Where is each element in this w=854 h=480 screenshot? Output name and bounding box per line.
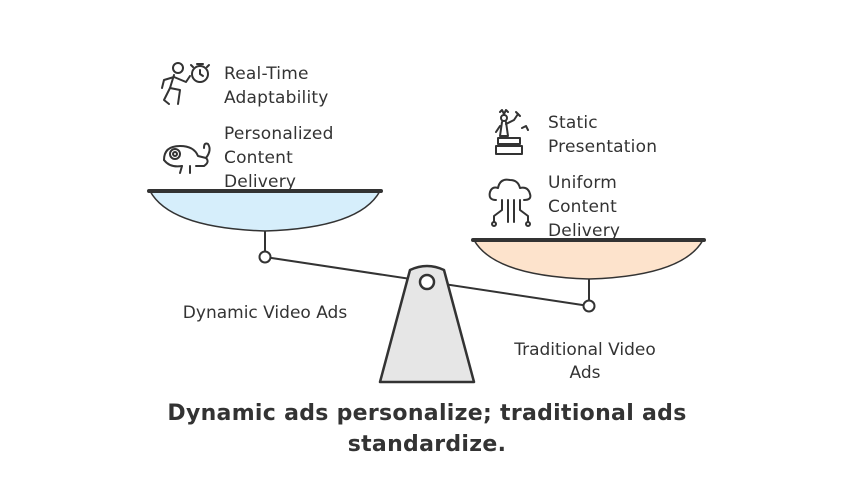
feature-uniform-content-delivery: Uniform Content Delivery xyxy=(548,171,620,243)
cloud-network-icon xyxy=(486,176,536,228)
diagram-caption: Dynamic ads personalize; traditional ads… xyxy=(0,398,854,460)
right-side-label-line: Traditional Video xyxy=(514,340,656,360)
feature-line: Uniform xyxy=(548,173,617,193)
left-side-label: Dynamic Video Ads xyxy=(182,303,348,323)
right-pan xyxy=(474,240,703,279)
feature-real-time-adaptability: Real-Time Adaptability xyxy=(224,62,329,110)
feature-line: Delivery xyxy=(224,172,297,192)
feature-personalized-content-delivery: Personalized Content Delivery xyxy=(224,122,334,194)
running-with-stopwatch-icon xyxy=(160,60,214,110)
feature-line: Delivery xyxy=(548,221,621,241)
right-side-label-line: Ads xyxy=(569,363,601,383)
feature-static-presentation: Static Presentation xyxy=(548,111,657,159)
right-side-label: Traditional Video Ads xyxy=(480,339,690,385)
caption-line: standardize. xyxy=(347,432,507,457)
feature-line: Content xyxy=(224,148,294,168)
feature-line: Presentation xyxy=(548,137,658,157)
right-hanger-joint xyxy=(582,299,596,313)
left-hanger-joint xyxy=(258,250,272,264)
feature-line: Adaptability xyxy=(224,88,329,108)
feature-line: Personalized xyxy=(224,124,334,144)
feature-line: Real-Time xyxy=(224,64,309,84)
fulcrum xyxy=(378,264,476,384)
chameleon-icon xyxy=(160,136,214,176)
left-pan xyxy=(150,191,380,231)
feature-line: Static xyxy=(548,113,598,133)
caption-line: Dynamic ads personalize; traditional ads xyxy=(167,401,687,426)
fulcrum-pivot xyxy=(418,273,436,291)
feature-line: Content xyxy=(548,197,618,217)
statue-icon xyxy=(494,108,530,158)
